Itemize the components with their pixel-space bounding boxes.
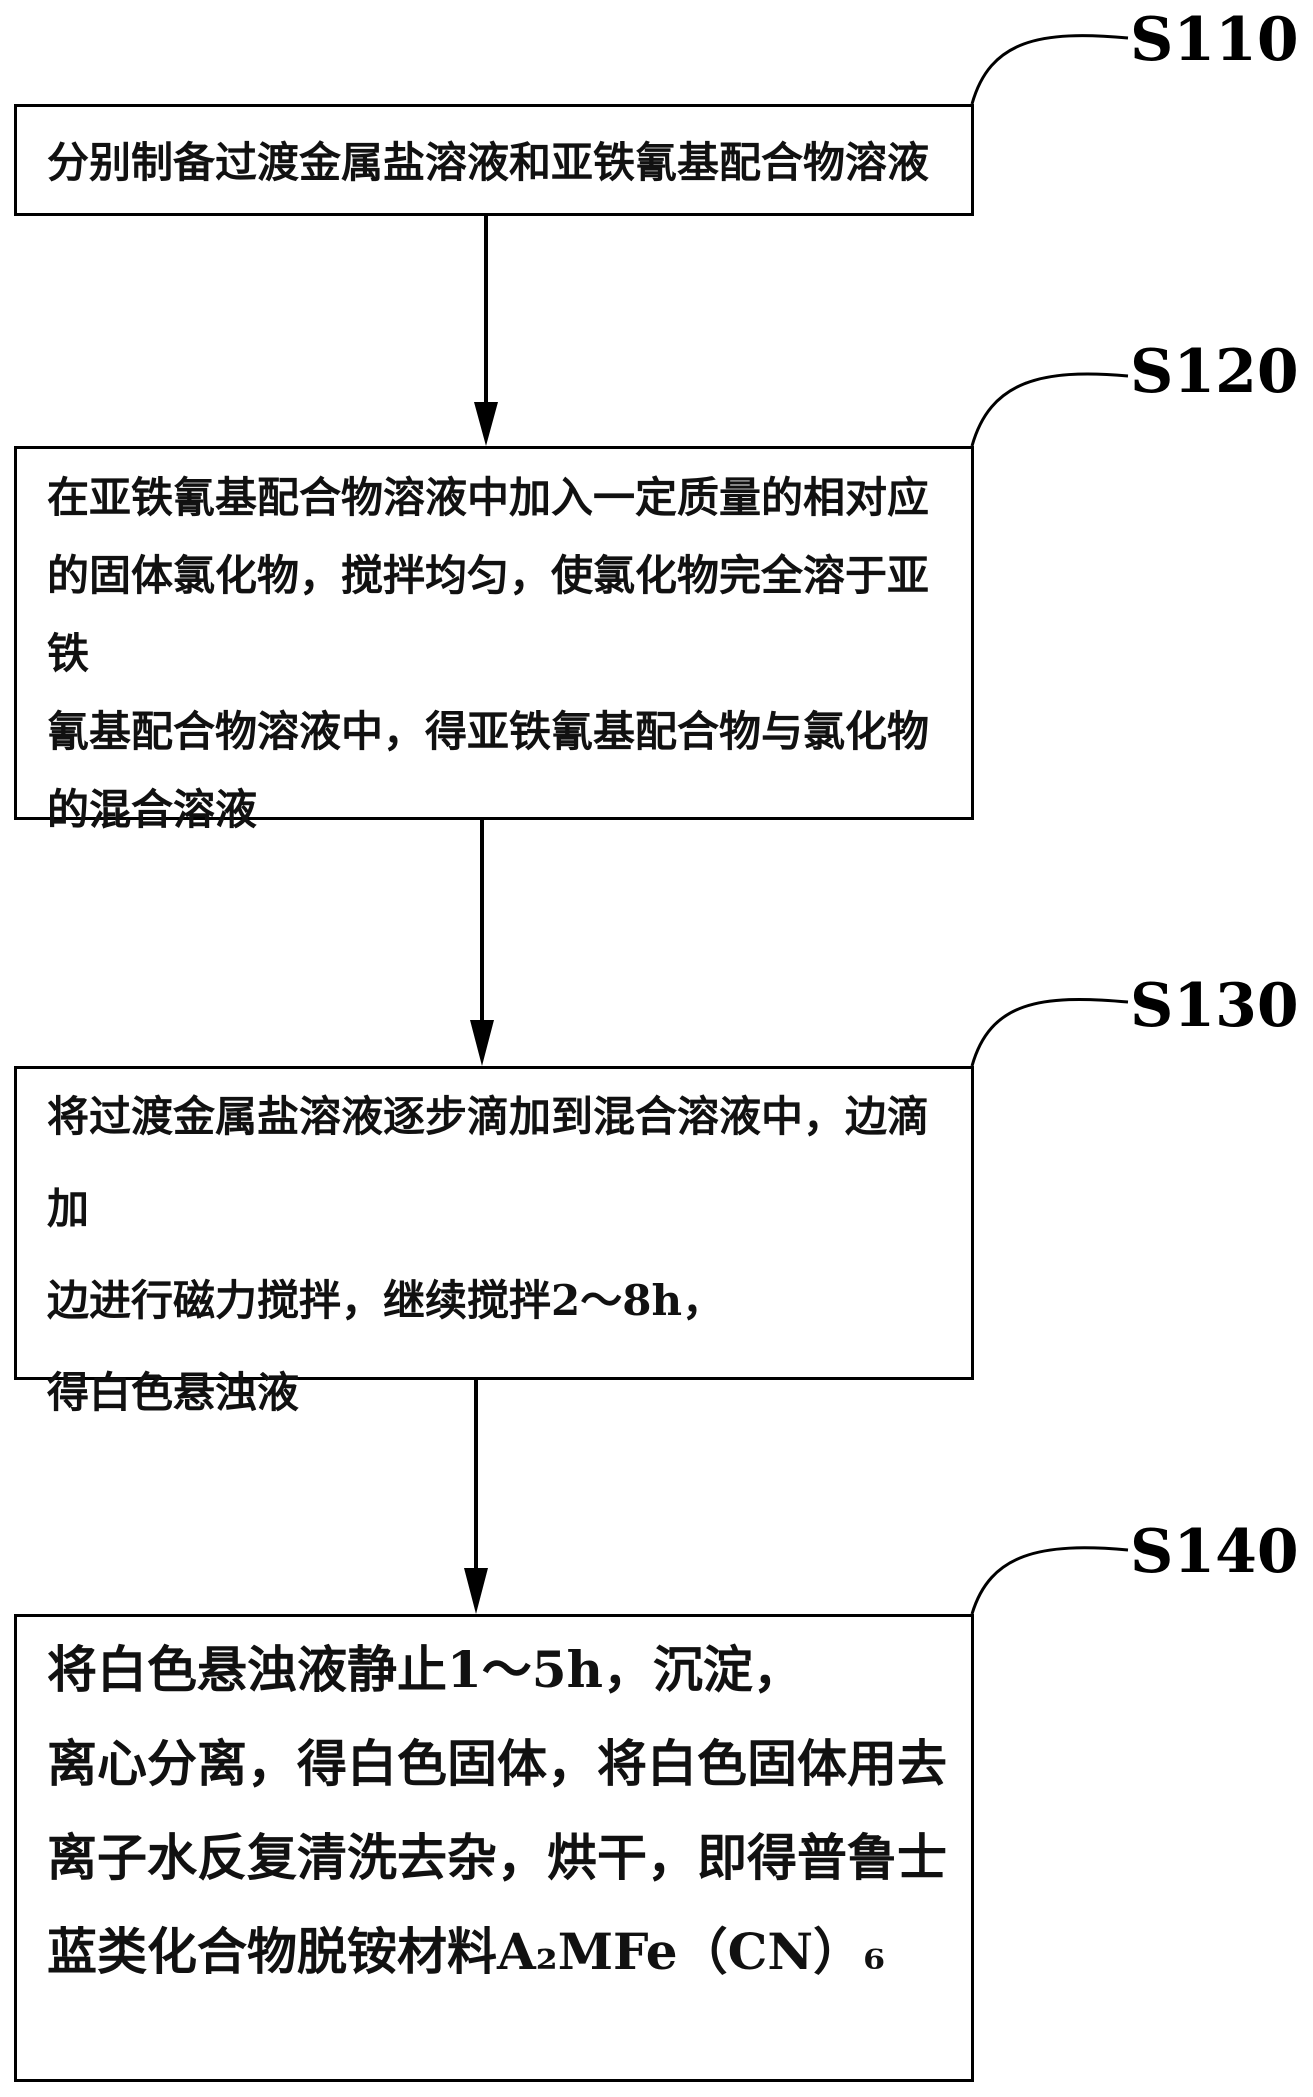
step-text-line: 在亚铁氰基配合物溶液中加入一定质量的相对应 <box>47 473 930 522</box>
step-label-s130: S130 <box>1130 971 1299 1041</box>
step-box-s130: 将过渡金属盐溶液逐步滴加到混合溶液中，边滴加 边进行磁力搅拌，继续搅拌2～8h，… <box>14 1066 974 1417</box>
step-text-line: 将过渡金属盐溶液逐步滴加到混合溶液中，边滴加 <box>47 1092 930 1233</box>
step-label-s120: S120 <box>1130 337 1299 407</box>
leader-s120 <box>970 372 1129 447</box>
step-text-line: 氰基配合物溶液中，得亚铁氰基配合物与氯化物 <box>47 707 930 756</box>
step-text-line: 离子水反复清洗去杂，烘干，即得普鲁士 <box>47 1828 947 1887</box>
step-text-line: 离心分离，得白色固体，将白色固体用去 <box>47 1734 947 1793</box>
step-text-line: 蓝类化合物脱铵材料A₂MFe（CN）₆ <box>47 1922 886 1981</box>
step-text-line: 的混合溶液 <box>47 785 258 834</box>
step-text-line: 的固体氯化物，搅拌均匀，使氯化物完全溶于亚铁 <box>47 551 930 678</box>
arrowhead-s120-to-s130 <box>470 1020 494 1066</box>
step-box-s140: 将白色悬浊液静止1～5h，沉淀， 离心分离，得白色固体，将白色固体用去 离子水反… <box>14 1614 974 2082</box>
step-text-line: 得白色悬浊液 <box>47 1368 300 1417</box>
step-text-s110: 分别制备过渡金属盐溶液和亚铁氰基配合物溶液 <box>47 138 930 187</box>
step-label-s110: S110 <box>1130 5 1299 75</box>
leader-s140 <box>970 1546 1129 1615</box>
step-box-s120: 在亚铁氰基配合物溶液中加入一定质量的相对应 的固体氯化物，搅拌均匀，使氯化物完全… <box>14 446 974 834</box>
leader-s110 <box>970 34 1129 105</box>
step-text-line: 将白色悬浊液静止1～5h，沉淀， <box>47 1640 803 1699</box>
step-text-line: 边进行磁力搅拌，继续搅拌2～8h， <box>47 1276 724 1325</box>
step-label-s140: S140 <box>1130 1517 1299 1587</box>
step-box-s110: 分别制备过渡金属盐溶液和亚铁氰基配合物溶液 <box>14 104 974 216</box>
arrowhead-s110-to-s120 <box>474 402 498 446</box>
arrowhead-s130-to-s140 <box>464 1568 488 1614</box>
leader-s130 <box>970 997 1129 1067</box>
